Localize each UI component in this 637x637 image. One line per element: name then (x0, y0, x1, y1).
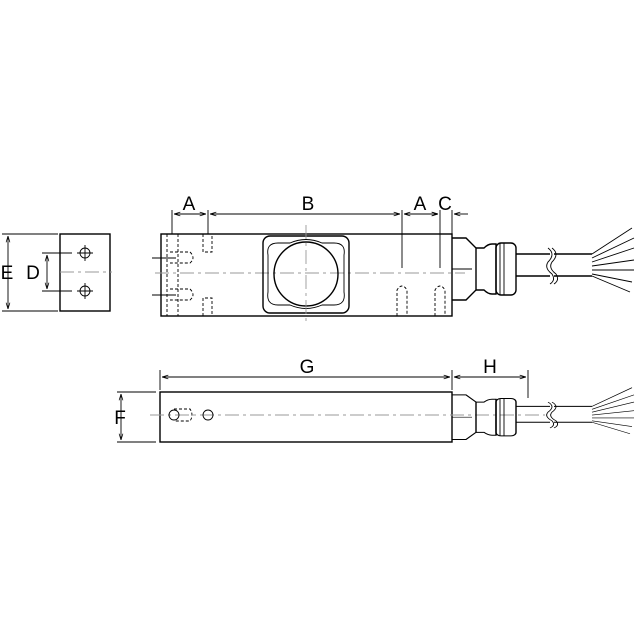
end-view: E D (1, 233, 112, 312)
dim-label-a-left: A (183, 194, 196, 215)
dim-label-h: H (483, 357, 497, 378)
dim-label-f: F (114, 408, 126, 429)
dim-label-b: B (302, 194, 315, 215)
dim-label-d: D (26, 263, 40, 284)
dim-label-g: G (300, 357, 315, 378)
side-view: F G H (114, 357, 635, 443)
top-view: A B A C (152, 194, 635, 322)
cable-connector-side (451, 386, 635, 441)
dim-label-c: C (438, 194, 452, 215)
dim-label-a-right: A (414, 194, 427, 215)
dim-label-e: E (1, 263, 14, 284)
cable-connector-top (451, 227, 635, 301)
